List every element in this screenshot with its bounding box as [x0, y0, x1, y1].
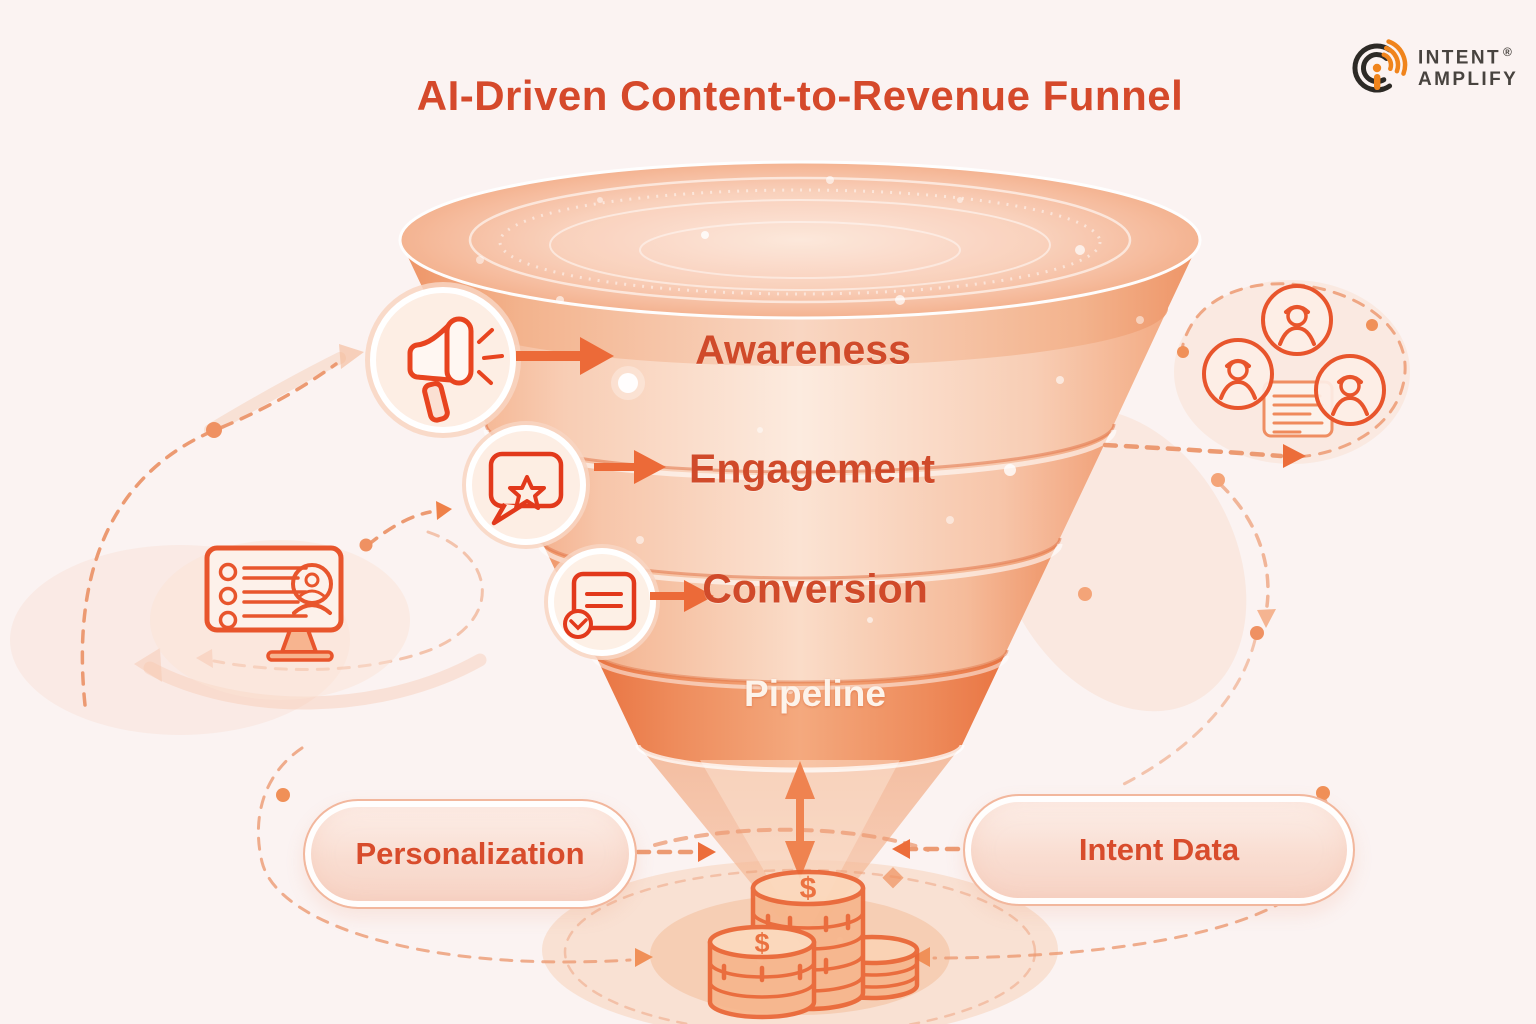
speech-bubble-star-icon — [462, 421, 590, 549]
pipeline-revenue-arrow — [785, 761, 904, 889]
audience-people-icon — [1202, 284, 1386, 438]
dollar-symbol: $ — [754, 928, 769, 958]
stage-icons — [365, 282, 714, 660]
dashed-path-arrowheads — [196, 319, 1378, 967]
intent-data-label: Intent Data — [1078, 832, 1240, 867]
personalization-pill: Personalization — [303, 799, 637, 909]
intent-amplify-logo-icon — [1352, 39, 1408, 93]
funnel-stage-engagement-label: Engagement — [688, 445, 936, 492]
funnel-stage-conversion-label: Conversion — [702, 565, 928, 612]
dollar-symbol: $ — [800, 872, 817, 905]
arrow-to-conversion — [650, 580, 714, 612]
funnel-stage-awareness-label: Awareness — [695, 326, 911, 373]
brand-logo: INTENT® AMPLIFY — [1347, 38, 1518, 98]
registered-trademark-symbol: ® — [1503, 45, 1512, 60]
arrow-to-engagement — [594, 450, 666, 484]
brand-word-intent: INTENT — [1418, 47, 1502, 69]
brand-name-line1: INTENT® — [1418, 45, 1518, 69]
megaphone-icon — [365, 282, 521, 438]
coin-stack-left: $ — [707, 924, 817, 1020]
funnel-stage-pipeline-label: Pipeline — [744, 673, 886, 714]
arrow-to-awareness — [516, 337, 614, 375]
crm-monitor-icon — [150, 540, 410, 700]
page-title: AI-Driven Content-to-Revenue Funnel — [416, 72, 1184, 119]
document-check-icon — [544, 544, 660, 660]
faded-swoosh-arrows — [134, 344, 487, 710]
coins-icon: $ $ — [707, 869, 920, 1020]
brand-logo-text: INTENT® AMPLIFY — [1418, 45, 1519, 90]
brand-name-line2: AMPLIFY — [1418, 68, 1519, 90]
intent-data-pill: Intent Data — [963, 794, 1355, 906]
sparkles — [476, 176, 1144, 963]
personalization-label: Personalization — [355, 836, 585, 871]
